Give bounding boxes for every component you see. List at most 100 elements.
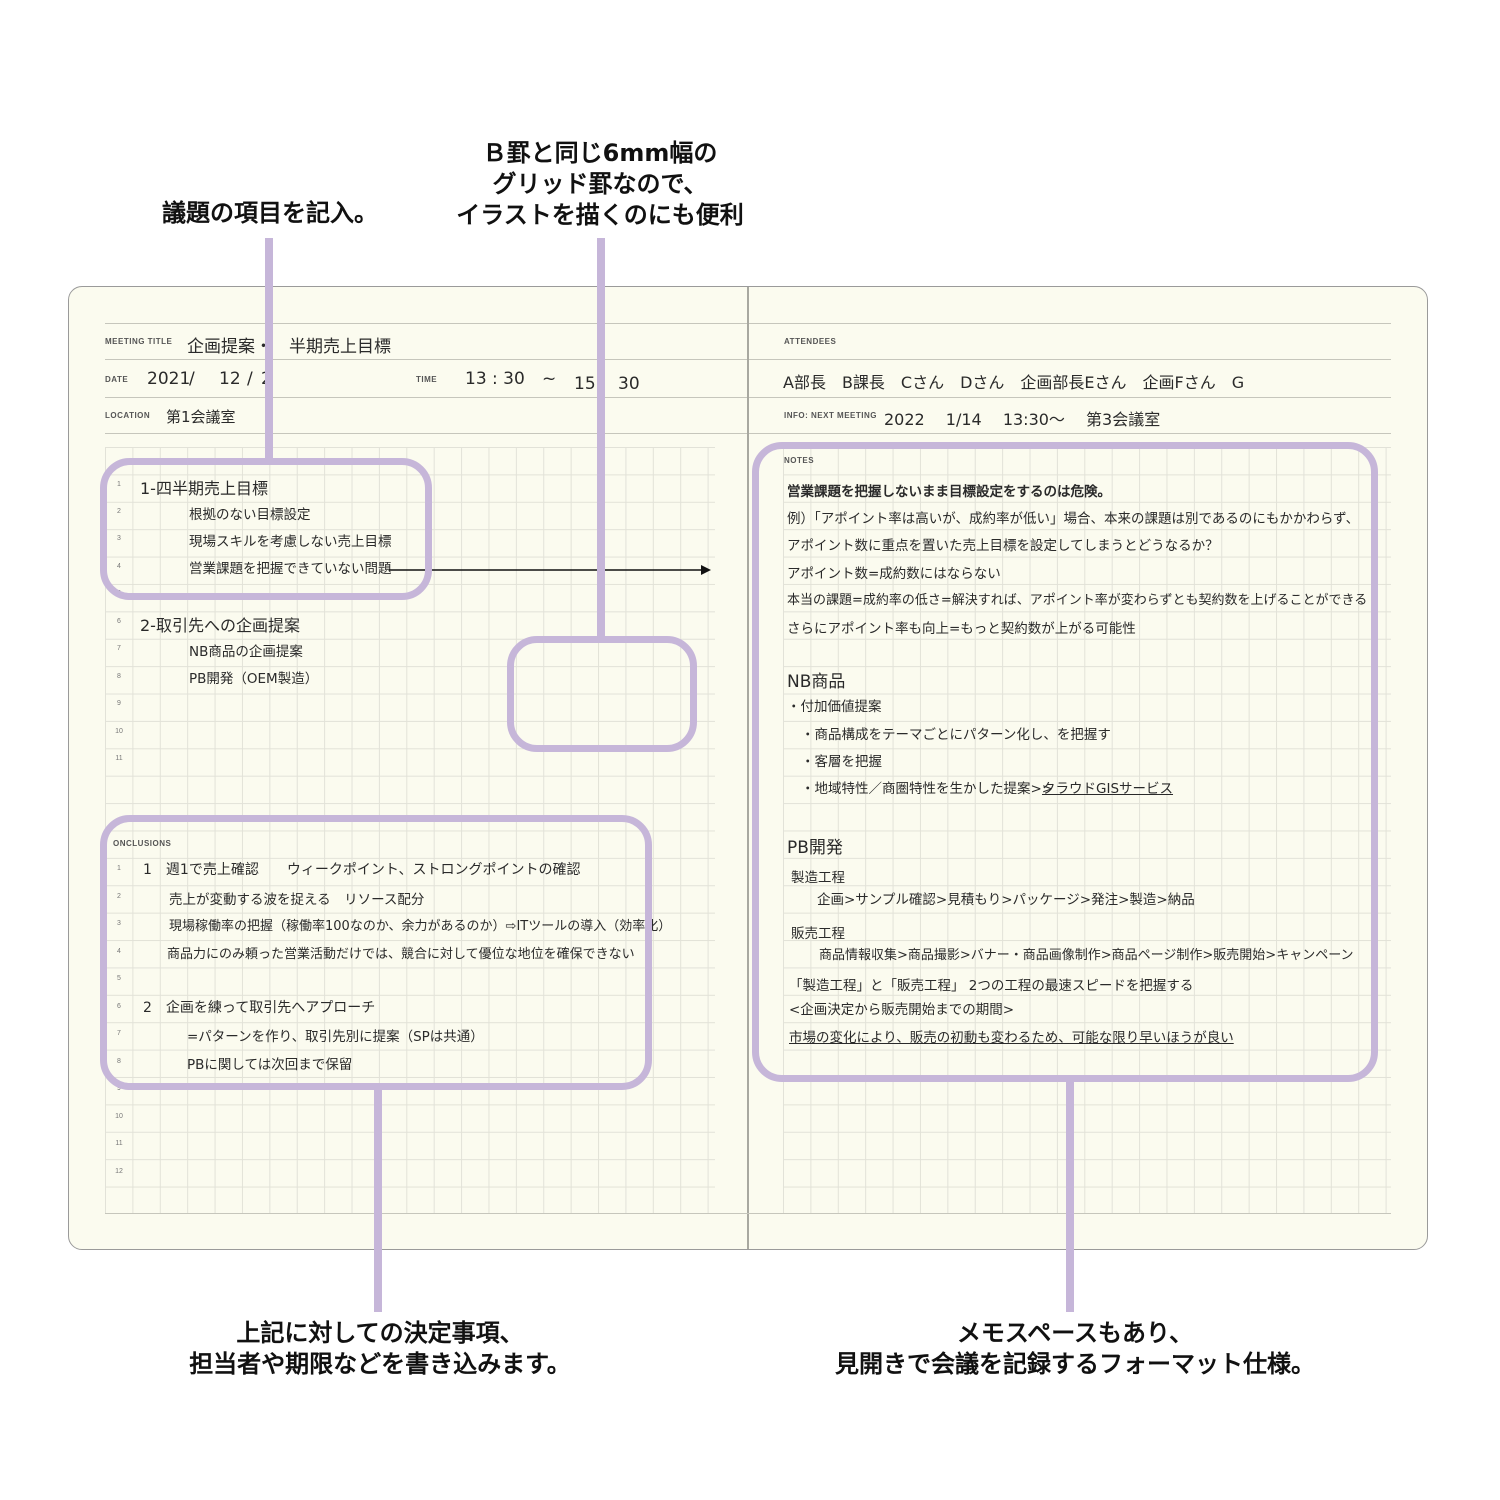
conclusion-row-number: 4 [117, 948, 121, 955]
arrow-right-icon [389, 565, 711, 575]
conclusion-row-number: 12 [115, 1168, 123, 1175]
conclusion-row-number: 1 [117, 865, 121, 872]
note-line: さらにアポイント率も向上=もっと契約数が上がる可能性 [787, 621, 1136, 637]
time-label: TIME [416, 375, 438, 384]
leader-grid-top [597, 238, 605, 290]
conclusion-row-number: 3 [117, 920, 121, 927]
date-label: DATE [105, 375, 129, 384]
agenda-row-number: 2 [117, 508, 121, 515]
conclusion-item: 商品力にのみ頼った営業活動だけでは、競合に対して優位な地位を確保できない [167, 947, 635, 962]
attendees-label: ATTENDEES [784, 337, 837, 346]
note-line: ・地域特性／商圏特性を生かした提案>> [801, 781, 1054, 797]
callout-conclusions-line2: 担当者や期限などを書き込みます。 [189, 1350, 571, 1378]
meeting-title-value: 企画提案・ 半期売上目標 [187, 337, 391, 357]
notes-label: NOTES [784, 456, 815, 465]
conclusion-row-number: 10 [115, 1113, 123, 1120]
note-line: 製造工程 [791, 870, 845, 886]
location-value: 第1会議室 [166, 408, 236, 426]
meeting-title-label: MEETING TITLE [105, 337, 173, 346]
rule [105, 359, 747, 360]
leader-notes [1066, 1080, 1074, 1250]
callout-conclusions-line1: 上記に対しての決定事項、 [236, 1319, 524, 1347]
note-link: クラウドGISサービス [1042, 781, 1174, 797]
note-heading: PB開発 [787, 838, 843, 858]
callout-agenda-line1: 議題の項目を記入。 [162, 199, 378, 227]
next-meeting-value: 2022 1/14 13:30～ 第3会議室 [884, 410, 1161, 429]
agenda-row-number: 3 [117, 535, 121, 542]
leader-notes-bottom [1066, 1248, 1074, 1312]
conclusion-row-number: 11 [115, 1140, 123, 1147]
leader-agenda-top [265, 238, 273, 290]
agenda-item: NB商品の企画提案 [189, 644, 303, 660]
highlight-grid-area [507, 636, 697, 752]
spine [747, 287, 749, 1249]
agenda-item: 営業課題を把握できていない問題 [189, 561, 392, 577]
rule [749, 359, 1391, 360]
leader-conclusions [374, 1088, 382, 1250]
attendees-value: A部長 B課長 Cさん Dさん 企画部長Eさん 企画Fさん G [783, 373, 1245, 392]
rule [749, 397, 1391, 398]
agenda-item: 1-四半期売上目標 [140, 479, 268, 498]
date-month: 12 [219, 369, 241, 389]
highlight-conclusions [100, 815, 652, 1090]
time-end: 15 30 [574, 374, 640, 394]
leader-grid [597, 286, 605, 638]
callout-notes: メモスペースもあり、 見開きで会議を記録するフォーマット仕様。 [820, 1318, 1330, 1380]
agenda-item: PB開発（OEM製造） [189, 671, 319, 687]
callout-notes-line2: 見開きで会議を記録するフォーマット仕様。 [835, 1350, 1315, 1378]
agenda-row-number: 9 [117, 700, 121, 707]
rule [749, 323, 1391, 324]
callout-grid-line3: イラストを描くのにも便利 [456, 201, 744, 229]
highlight-agenda [100, 458, 432, 600]
time-tilde: ~ [542, 369, 557, 389]
agenda-row-number: 6 [117, 618, 121, 625]
callout-agenda: 議題の項目を記入。 [150, 198, 390, 229]
note-line: 市場の変化により、販売の初動も変わるため、可能な限り早いほうが良い [789, 1030, 1234, 1046]
rule [105, 323, 747, 324]
rule [749, 433, 1391, 434]
callout-conclusions: 上記に対しての決定事項、 担当者や期限などを書き込みます。 [170, 1318, 590, 1380]
agenda-row-number: 4 [117, 563, 121, 570]
note-line: アポイント数に重点を置いた売上目標を設定してしまうとどうなるか？ [787, 538, 1219, 554]
conclusion-item: 2 企画を練って取引先へアプローチ [143, 1000, 376, 1016]
agenda-item: 2-取引先への企画提案 [140, 616, 300, 635]
right-grid [783, 447, 1391, 1213]
note-line: 営業課題を把握しないまま目標設定をするのは危険。 [787, 484, 1111, 500]
conclusion-item: =パターンを作り、取引先別に提案（SPは共通） [187, 1029, 484, 1045]
note-line: 「製造工程」と「販売工程」 2つの工程の最速スピードを把握する [789, 978, 1194, 994]
note-line: 本当の課題=成約率の低さ=解決すれば、アポイント率が変わらずとも契約数を上げるこ… [787, 593, 1368, 608]
conclusion-row-number: 6 [117, 1003, 121, 1010]
rule [105, 397, 747, 398]
location-label: LOCATION [105, 411, 151, 420]
next-meeting-label: INFO: NEXT MEETING [784, 411, 877, 420]
agenda-row-number: 10 [115, 728, 123, 735]
conclusion-item: PBに関しては次回まで保留 [187, 1057, 353, 1073]
date-sep2: / [247, 369, 253, 389]
time-start: 13 : 30 [465, 369, 525, 389]
leader-agenda [265, 286, 273, 460]
note-heading: NB商品 [787, 672, 846, 692]
conclusion-row-number: 2 [117, 893, 121, 900]
agenda-row-number: 7 [117, 645, 121, 652]
callout-notes-line1: メモスペースもあり、 [956, 1319, 1194, 1347]
callout-grid-line2: グリッド罫なので、 [492, 170, 708, 198]
conclusions-label: ONCLUSIONS [113, 839, 172, 848]
conclusion-item: 売上が変動する波を捉える リソース配分 [169, 892, 425, 908]
highlight-notes [752, 442, 1378, 1082]
note-line: 商品情報収集>商品撮影>バナー・商品画像制作>商品ページ制作>販売開始>キャンペ… [819, 948, 1354, 963]
note-line: ・客層を把握 [801, 754, 882, 770]
agenda-row-number: 8 [117, 673, 121, 680]
conclusion-item: 現場稼働率の把握（稼働率100なのか、余力があるのか）⇨ITツールの導入（効率化… [169, 919, 672, 934]
note-line: アポイント数=成約数にはならない [787, 566, 1001, 582]
note-line: 販売工程 [791, 926, 845, 942]
note-line: 企画>サンプル確認>見積もり>パッケージ>発注>製造>納品 [817, 892, 1195, 908]
callout-grid: Ｂ罫と同じ6mm幅の グリッド罫なので、 イラストを描くのにも便利 [440, 138, 760, 231]
rule [105, 1213, 1391, 1214]
agenda-row-number: 11 [115, 755, 123, 762]
note-line: 例）「アポイント率は高いが、成約率が低い」場合、本来の課題は別であるのにもかかわ… [787, 511, 1360, 527]
conclusion-row-number: 7 [117, 1030, 121, 1037]
agenda-item: 現場スキルを考慮しない売上目標 [189, 534, 392, 550]
date-year: 2021 [147, 369, 191, 389]
conclusion-row-number: 9 [117, 1085, 121, 1092]
conclusion-item: 1 週1で売上確認 ウィークポイント、ストロングポイントの確認 [143, 862, 581, 878]
